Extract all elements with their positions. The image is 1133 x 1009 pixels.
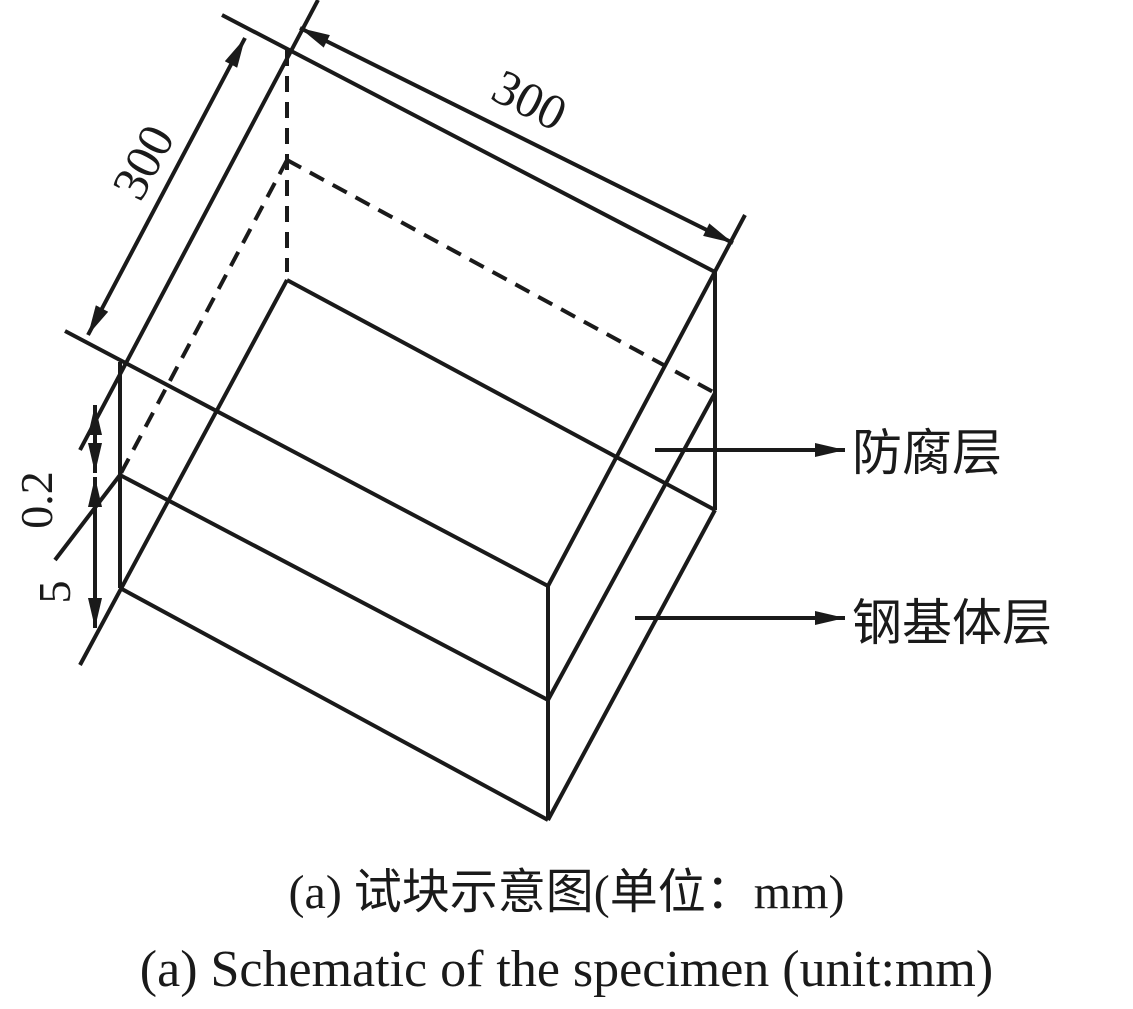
caption-chinese: (a) 试块示意图(单位：mm): [288, 866, 845, 919]
dimension-label-substrate: 5: [29, 581, 80, 604]
caption-english: (a) Schematic of the specimen (unit:mm): [139, 941, 994, 998]
hidden-edges: [118, 50, 716, 476]
dimension-label-left: 300: [101, 116, 186, 209]
box-edges: [64, 0, 747, 822]
label-steel-substrate-layer: 钢基体层: [852, 595, 1052, 651]
label-coating-layer: 防腐层: [852, 425, 1002, 481]
dimension-label-coating: 0.2: [11, 471, 62, 529]
dimension-label-top: 300: [484, 58, 576, 142]
dimension-arrow-top-300: [299, 26, 734, 245]
dimension-arrow-left-300: [86, 37, 247, 336]
extension-line: [53, 473, 122, 562]
